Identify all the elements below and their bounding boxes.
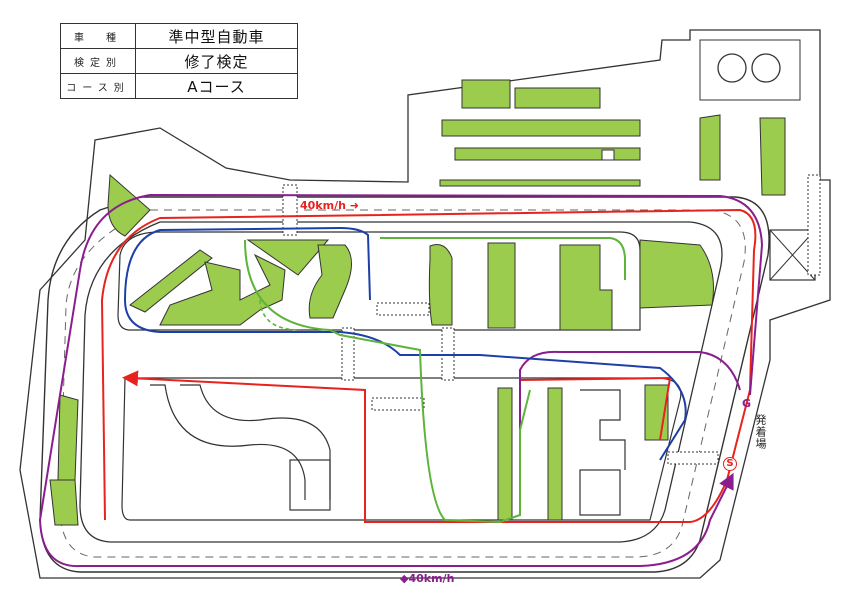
green-island <box>246 239 330 276</box>
green-island <box>497 387 513 521</box>
green-island <box>129 249 213 313</box>
green-island <box>547 387 563 521</box>
circle-track <box>751 53 781 83</box>
departure-area-label: 発着場 <box>754 414 767 450</box>
outer-track-inner-edge <box>79 221 723 543</box>
info-row: コース別 Aコース <box>60 73 298 99</box>
green-island <box>308 244 352 319</box>
route-blue <box>123 226 687 461</box>
green-island <box>428 244 453 326</box>
route-red <box>100 208 757 523</box>
route-green <box>380 237 626 280</box>
green-strip <box>439 179 641 187</box>
route-purple <box>38 193 764 568</box>
green-island <box>49 479 79 526</box>
start-marker: S <box>723 457 737 471</box>
green-island <box>159 253 286 326</box>
info-row: 検定別 修了検定 <box>60 48 298 74</box>
green-island <box>487 242 516 329</box>
s-curve <box>180 384 331 500</box>
lot-boundary <box>19 29 831 579</box>
crank <box>579 469 621 516</box>
speed-limit-label-top: 40km/h ➜ <box>300 199 359 212</box>
green-island <box>699 114 721 181</box>
crosswalk <box>371 397 425 411</box>
green-strip <box>514 87 601 109</box>
info-key-vehicle-type: 車 種 <box>60 23 136 49</box>
green-island <box>639 239 714 309</box>
crosswalk <box>807 174 821 276</box>
course-info-table: 車 種 準中型自動車 検定別 修了検定 コース別 Aコース <box>60 23 298 99</box>
crosswalk <box>376 302 430 316</box>
route-green <box>244 239 531 524</box>
green-island <box>759 117 786 196</box>
green-strip <box>461 79 511 109</box>
crosswalk <box>341 327 355 381</box>
info-row: 車 種 準中型自動車 <box>60 23 298 49</box>
outer-track <box>39 196 770 573</box>
green-strip <box>441 119 641 137</box>
green-strip <box>454 147 641 161</box>
crosswalk <box>282 184 298 236</box>
green-island <box>57 394 79 481</box>
crank-area <box>699 39 801 101</box>
s-curve <box>150 384 306 500</box>
info-key-exam-type: 検定別 <box>60 48 136 74</box>
info-value-course: Aコース <box>135 73 298 99</box>
north-block <box>117 231 641 331</box>
crank <box>289 459 331 511</box>
info-key-course: コース別 <box>60 73 136 99</box>
box-marker <box>601 149 615 161</box>
route-purple <box>519 350 741 515</box>
route-red <box>519 376 672 441</box>
crank <box>580 389 626 470</box>
info-value-vehicle-type: 準中型自動車 <box>135 23 298 49</box>
outer-track-lane-line <box>59 209 746 558</box>
info-value-exam-type: 修了検定 <box>135 48 298 74</box>
goal-marker: G <box>742 397 752 410</box>
circle-track <box>717 53 747 83</box>
green-island <box>107 173 151 237</box>
crosswalk <box>667 451 719 465</box>
green-island <box>559 244 613 331</box>
speed-limit-label-bottom: ◆40km/h <box>400 572 455 585</box>
route-green <box>259 299 301 331</box>
